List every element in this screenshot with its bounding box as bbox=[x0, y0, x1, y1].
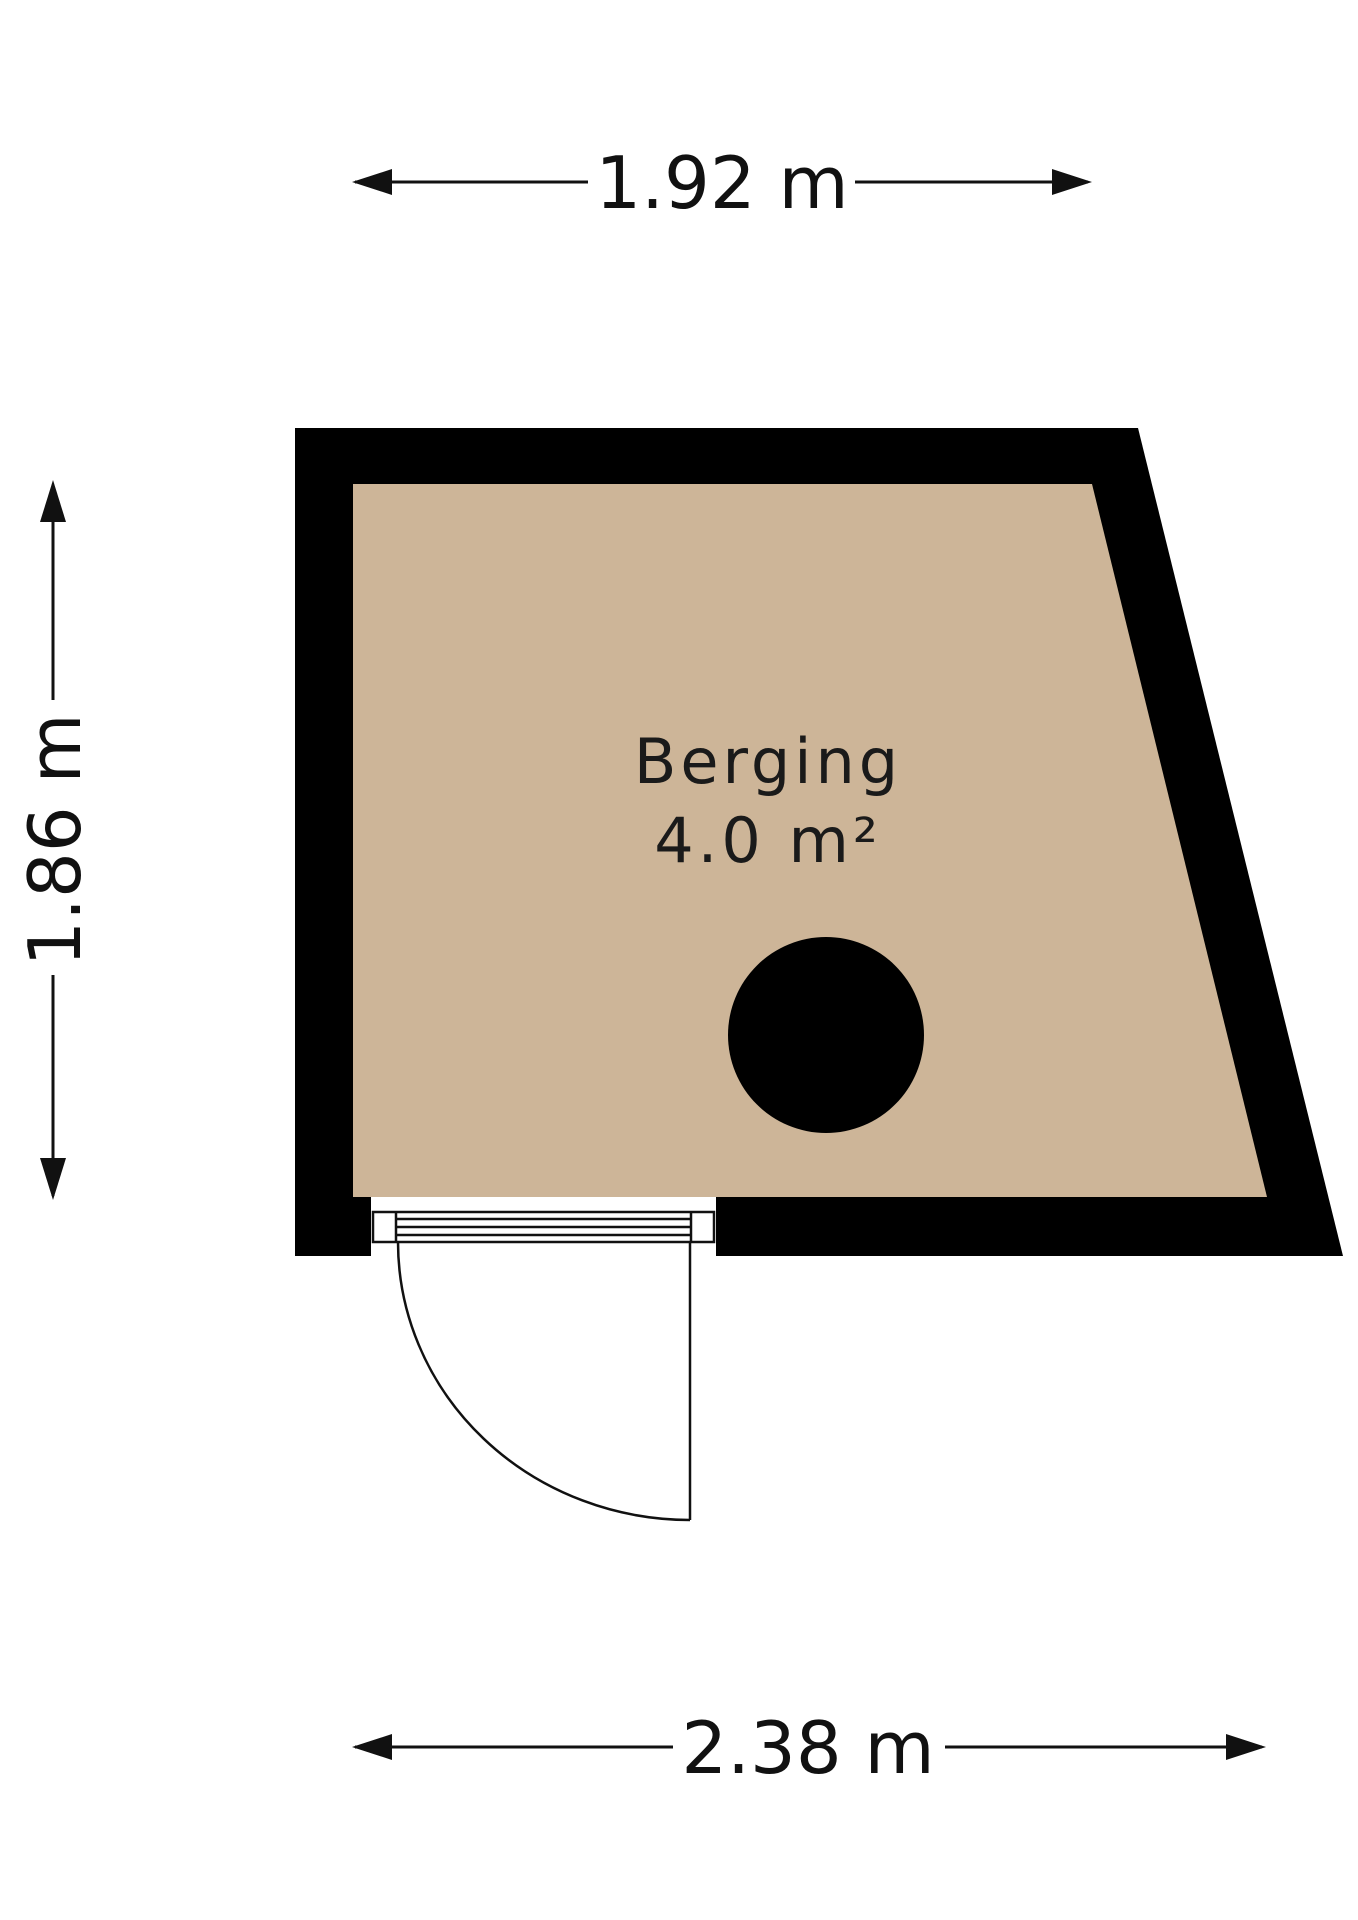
room-name: Berging bbox=[634, 725, 902, 798]
dimension-top-label: 1.92 m bbox=[595, 141, 848, 225]
dimension-left-label: 1.86 m bbox=[13, 713, 97, 966]
door-frame bbox=[371, 1210, 716, 1244]
door-swing bbox=[396, 1241, 692, 1522]
dimension-bottom-label: 2.38 m bbox=[681, 1706, 934, 1790]
room-floor bbox=[353, 484, 1267, 1197]
room-area: 4.0 m² bbox=[654, 804, 882, 877]
round-object bbox=[728, 937, 924, 1133]
dimension-bottom bbox=[352, 1734, 1266, 1760]
dimension-left bbox=[40, 480, 66, 1200]
dimension-top bbox=[352, 169, 1092, 195]
